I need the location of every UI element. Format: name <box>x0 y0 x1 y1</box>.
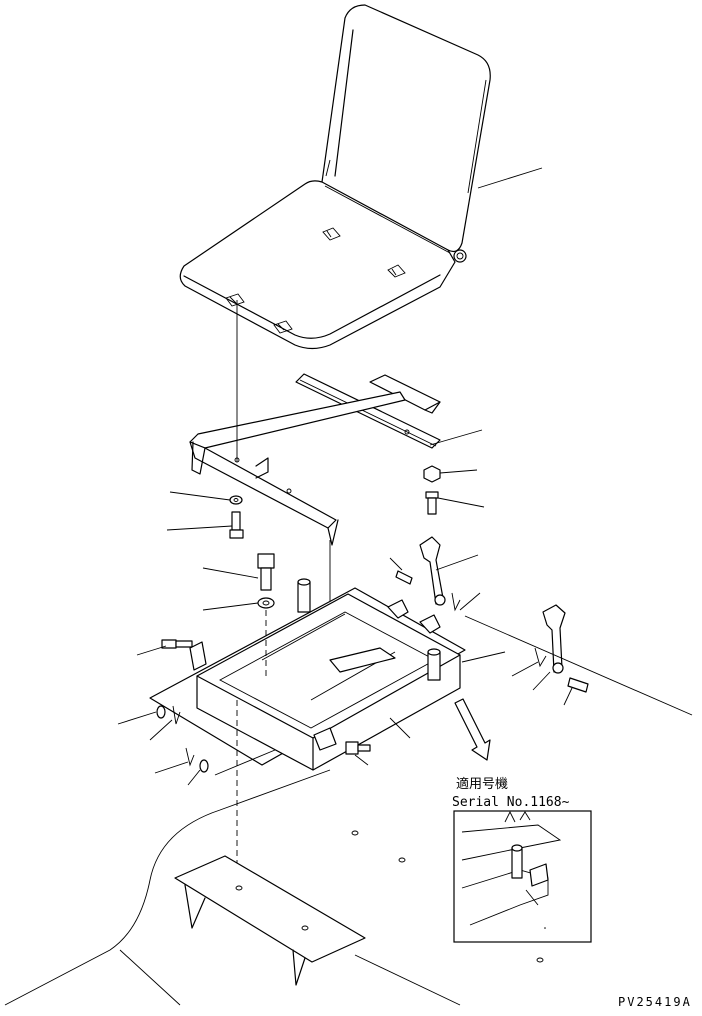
seat-backrest <box>321 4 491 253</box>
washer <box>199 759 209 773</box>
bolt <box>425 491 439 515</box>
pin <box>395 570 413 585</box>
seat-cushion <box>179 180 467 350</box>
upper-rail-bracket <box>295 373 441 449</box>
drawing-code: PV25419A <box>618 995 692 1009</box>
washer <box>229 495 243 505</box>
guide-pin <box>427 648 441 681</box>
hole <box>536 957 544 963</box>
latch-lever <box>542 604 566 674</box>
inset-caption-serial: Serial No.1168~ <box>452 795 570 810</box>
large-bolt <box>257 553 275 591</box>
floor-stand <box>174 855 366 986</box>
clip <box>185 747 195 767</box>
hole <box>398 857 406 863</box>
hole <box>351 830 359 836</box>
inset-caption-jp: 適用号機 <box>456 776 508 792</box>
latch-striker <box>189 599 441 751</box>
bolt <box>229 511 244 539</box>
washer <box>257 597 275 609</box>
arrow-icon <box>454 698 491 761</box>
lower-frame-bracket <box>189 391 406 546</box>
bolt <box>345 741 371 755</box>
washer <box>156 705 166 719</box>
floor-line <box>464 615 693 716</box>
seat-base-frame <box>149 587 466 771</box>
pin <box>567 677 589 693</box>
bolt <box>161 639 193 649</box>
leader-line <box>477 167 543 189</box>
clip <box>534 647 547 668</box>
latch-lever <box>419 536 446 606</box>
inset-detail-box <box>453 810 592 943</box>
nut <box>423 465 441 483</box>
clip <box>172 705 181 725</box>
clip <box>451 592 461 612</box>
guide-pin <box>297 578 311 613</box>
